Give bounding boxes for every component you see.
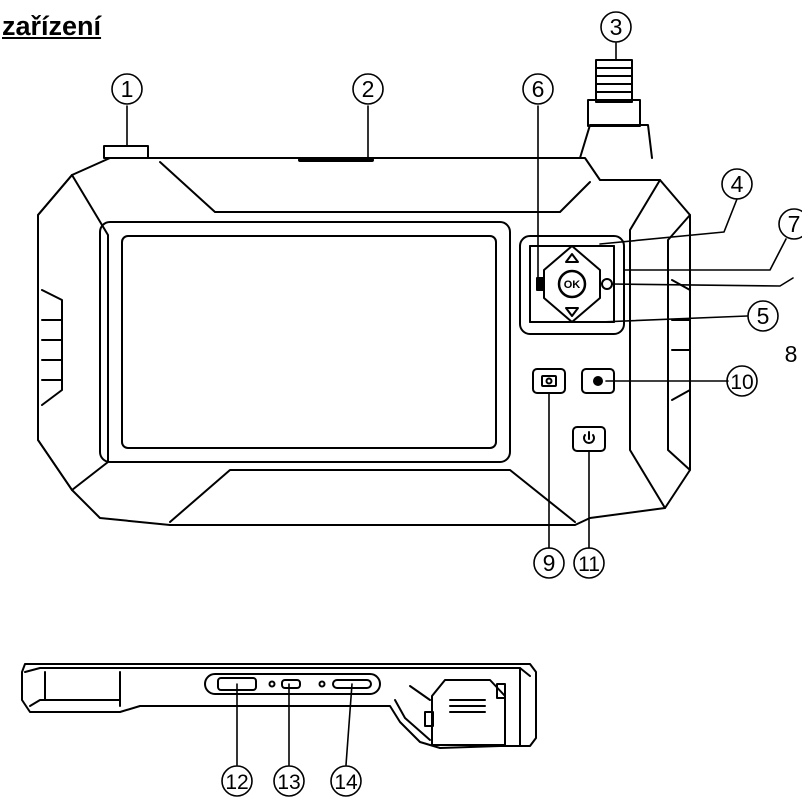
micro-usb-port <box>281 679 301 689</box>
callout-11: 11 <box>573 547 605 579</box>
right-grip <box>667 214 691 471</box>
capture-button[interactable] <box>532 368 566 394</box>
callout-14: 14 <box>330 765 362 797</box>
svg-text:2: 2 <box>362 76 375 102</box>
svg-text:13: 13 <box>277 771 300 794</box>
button-panel <box>519 235 625 335</box>
screen <box>121 235 497 449</box>
side-body-outline <box>21 663 537 749</box>
record-icon <box>593 376 603 386</box>
callout-4: 4 <box>721 168 753 200</box>
cable-connector <box>579 59 653 159</box>
camera-icon <box>541 375 557 387</box>
callout-7: 7 <box>778 208 802 240</box>
port-panel <box>204 673 381 695</box>
svg-text:8: 8 <box>785 341 798 367</box>
svg-text:1: 1 <box>121 76 134 102</box>
callout-1: 1 <box>111 73 143 105</box>
bottom-bevel <box>169 469 576 523</box>
callouts: 1 2 3 4 5 6 7 8 9 <box>111 11 802 797</box>
svg-text:7: 7 <box>788 211 801 237</box>
callout-5: 5 <box>747 300 779 332</box>
side-cable-connector <box>424 679 506 746</box>
rotate-icon[interactable] <box>601 278 613 290</box>
down-arrow-icon[interactable] <box>565 307 579 317</box>
svg-text:14: 14 <box>334 771 358 794</box>
svg-text:4: 4 <box>731 171 744 197</box>
leader-lines <box>126 42 794 766</box>
svg-text:3: 3 <box>610 14 623 40</box>
ok-button[interactable] <box>557 269 587 299</box>
callout-13: 13 <box>273 765 305 797</box>
svg-text:6: 6 <box>532 76 545 102</box>
section-title: zařízení <box>2 11 102 41</box>
device-front-view: OK <box>37 59 691 526</box>
power-icon <box>583 431 595 444</box>
callout-6: 6 <box>522 73 554 105</box>
callout-8: 8 <box>785 341 798 367</box>
svg-text:10: 10 <box>730 371 753 394</box>
mic-port <box>103 145 149 159</box>
svg-text:5: 5 <box>757 303 770 329</box>
callout-12: 12 <box>221 765 253 797</box>
svg-text:9: 9 <box>543 550 556 576</box>
callout-2: 2 <box>352 73 384 105</box>
left-grip <box>37 174 73 491</box>
menu-icon[interactable] <box>536 277 545 291</box>
svg-text:12: 12 <box>225 771 248 794</box>
top-bevel <box>159 161 591 213</box>
device-side-view <box>21 663 537 749</box>
up-arrow-icon[interactable] <box>565 253 579 263</box>
svg-text:11: 11 <box>578 553 600 576</box>
ok-label: OK <box>564 279 581 291</box>
callout-3: 3 <box>600 11 632 43</box>
callout-10: 10 <box>726 365 758 397</box>
screen-bezel <box>99 221 511 463</box>
callout-9: 9 <box>533 547 565 579</box>
